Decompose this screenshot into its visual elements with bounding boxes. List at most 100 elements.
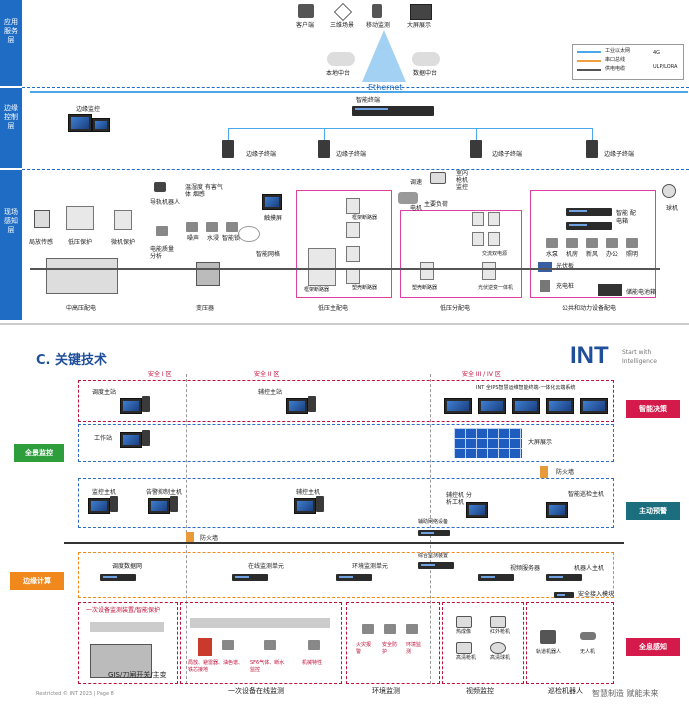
layer-label-edge: 边缘控制层 (4, 104, 18, 130)
frame-breaker-label: 框架断路器 (352, 215, 378, 221)
rail-robot-icon (540, 630, 556, 644)
robot-box (526, 602, 614, 684)
robot-item-2: 无人机 (580, 649, 596, 655)
footer-left: Restricted © INT 2023 | Page 8 (36, 691, 114, 697)
indoor-cam-label: 室内 枪机 监控 (456, 170, 469, 191)
host-tower-3 (316, 496, 324, 512)
noise-label: 噪声 (187, 235, 200, 242)
layer-label-app: 应用服务层 (4, 18, 18, 44)
mv-switchgear (46, 258, 118, 294)
divider-2 (22, 169, 689, 170)
top-icon-label-bigscreen: 大屏展示 (407, 22, 432, 29)
node-1 (100, 574, 136, 581)
firewall-1-label: 防火墙 (556, 469, 575, 476)
dist-breaker-4 (488, 232, 500, 246)
load-office-icon (606, 238, 618, 248)
layer-band-edge (0, 88, 22, 168)
lv-dist-zone (400, 210, 522, 298)
primary-box (78, 602, 178, 684)
transformer-icon (196, 262, 220, 286)
link-edge-4 (592, 128, 593, 140)
logo-sub: Start with Intelligence (622, 349, 657, 365)
switch-unit-1 (482, 262, 496, 280)
ethernet-bus (30, 91, 688, 93)
storage-icon (598, 284, 622, 296)
node-6 (546, 574, 582, 581)
power-meter-icon (156, 226, 168, 236)
node-label-6: 机器人主机 (574, 565, 605, 572)
legend: 工业以太网 串口总线 供电电缆 4G ULP/LORA (572, 44, 684, 80)
mobile-icon (372, 4, 382, 18)
smart-grid-icon (238, 226, 260, 242)
water-icon (206, 222, 218, 232)
lv-protect-label: 低压保护 (68, 239, 93, 246)
lock-label: 智能锁 (222, 235, 241, 242)
ball-cam-icon (662, 184, 676, 198)
cloud-data-label: 数据中台 (413, 70, 438, 77)
ops-monitor (286, 398, 308, 414)
host-monitor-4 (466, 502, 488, 518)
main-cab (308, 248, 336, 286)
env-title: 环境监测 (372, 687, 400, 695)
node-5 (478, 574, 514, 581)
load-pump-icon (546, 238, 558, 248)
tag-warning: 主动预警 (626, 502, 680, 520)
divider-1 (22, 87, 689, 88)
edge-monitor-label: 边缘监控 (76, 106, 101, 113)
link-edge-3 (476, 128, 477, 140)
online-item-3: 机械特性 (302, 660, 323, 666)
host-tower-1 (110, 496, 118, 512)
dist-breaker-2 (472, 232, 484, 246)
node-label-5: 视频服务器 (510, 565, 541, 572)
video-item-1: 热成像 (456, 629, 472, 635)
footer-right: 智慧制造 赋能未来 (592, 689, 659, 698)
node-2 (232, 574, 268, 581)
layer-band-field (0, 170, 22, 320)
zone-header-2: 安全 II 区 (254, 371, 280, 378)
workstation-box (78, 424, 614, 462)
mech-icon (308, 640, 320, 650)
hd-dome-icon (490, 642, 506, 654)
fire-icon (362, 624, 374, 634)
smart-grid-label: 智能网格 (256, 251, 281, 258)
storage-label: 储能电池箱 (626, 289, 657, 296)
lv-main-zone (296, 190, 392, 298)
public-panel-label: 智能 配电箱 (616, 210, 636, 225)
online-item-1: 局放、避雷器、油色谱、铁芯接地 (188, 660, 244, 673)
tag-decision: 智能决策 (626, 400, 680, 418)
node-label-3: 环境监测单元 (352, 563, 389, 570)
ir-cam-icon (490, 616, 506, 628)
top-diagram: 应用服务层 边缘控制层 现场感知层 客户端 三维场景 移动监测 大屏展示 本地中… (0, 0, 689, 322)
platform-screen-3 (512, 398, 540, 414)
security-icon (384, 624, 396, 634)
cloud-local-label: 本地中台 (326, 70, 351, 77)
env-item-3: 环境监测 (406, 642, 422, 655)
temp-label: 温湿度 有害气体 烟感 (185, 184, 223, 198)
layer-band-app (0, 0, 22, 86)
host-monitor-5 (546, 502, 568, 518)
host-monitor-2 (148, 498, 170, 514)
edge-terminal-2-label: 边缘子终端 (336, 151, 367, 158)
zone-header-3: 安全 III / IV 区 (462, 371, 501, 378)
switch-unit-2 (420, 262, 434, 280)
platform-screen-5 (580, 398, 608, 414)
legend-wireless-4g: 4G (653, 50, 661, 56)
bottom-label-mv: 中高压配电 (66, 305, 97, 312)
load-room-label: 机房 (566, 251, 579, 258)
node-4 (418, 562, 454, 569)
node-label-2: 在线监测单元 (248, 563, 285, 570)
top-icon-label-client: 客户端 (296, 22, 315, 29)
top-icon-label-mobile: 移动监测 (366, 22, 391, 29)
sf6-icon (264, 640, 276, 650)
3d-scene-icon (333, 2, 353, 22)
touch-screen-device (262, 194, 282, 210)
primary-devices (90, 622, 164, 632)
indoor-cam-icon (430, 172, 446, 184)
env-icon (406, 624, 418, 634)
cloud-data-icon (412, 52, 440, 66)
firewall-1-icon (540, 466, 548, 478)
zone-sep-2 (430, 374, 431, 684)
zone-header-1: 安全 I 区 (148, 371, 172, 378)
public-panel-1 (566, 208, 612, 216)
platform-screen-1 (444, 398, 472, 414)
